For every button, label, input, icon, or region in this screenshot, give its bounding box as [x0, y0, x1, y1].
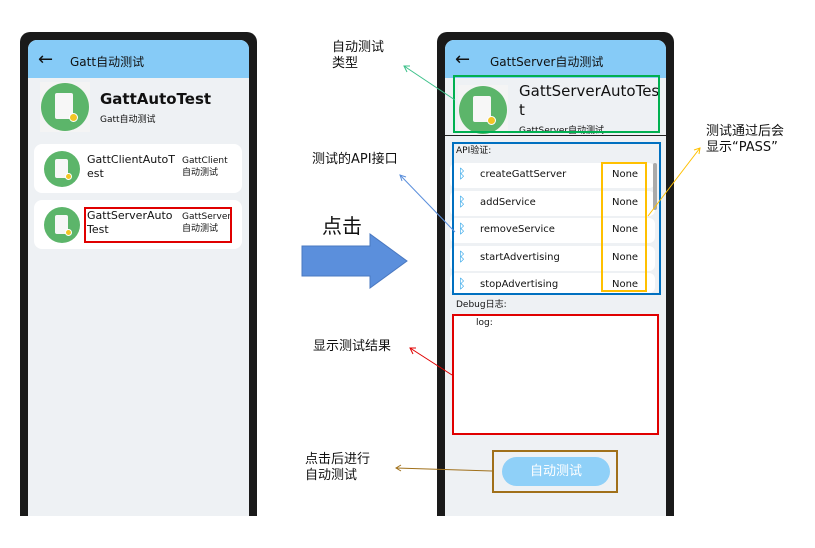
- item-desc: GattClient自动测试: [182, 156, 228, 178]
- left-screen: ← Gatt自动测试 GattAutoTest Gatt自动测试 GattCli…: [28, 40, 249, 516]
- log-text: log:: [476, 318, 493, 328]
- api-label: API验证:: [456, 146, 492, 156]
- api-row[interactable]: ᛒ createGattServer None: [450, 163, 655, 188]
- bluetooth-icon: ᛒ: [458, 250, 466, 265]
- bluetooth-icon: ᛒ: [458, 277, 466, 292]
- app-icon: [40, 82, 90, 132]
- button-box: [492, 450, 618, 493]
- api-status: None: [612, 169, 639, 180]
- header: ← Gatt自动测试: [28, 40, 249, 78]
- annotation-test-type: 自动测试 类型: [332, 40, 385, 71]
- api-name: startAdvertising: [480, 252, 560, 263]
- item-name: GattServerAutoTest: [87, 209, 173, 236]
- annotation-click: 点击后进行 自动测试: [305, 452, 371, 483]
- header: ← GattServer自动测试: [445, 40, 666, 78]
- api-row[interactable]: ᛒ removeService None: [450, 218, 655, 243]
- annotation-pass: 测试通过后会 显示“PASS”: [706, 124, 785, 155]
- item-name: GattClientAutoTest: [87, 153, 175, 180]
- bluetooth-icon: ᛒ: [458, 167, 466, 182]
- annotation-result: 显示测试结果: [313, 339, 392, 354]
- debug-label: Debug日志:: [456, 300, 507, 310]
- api-name: addService: [480, 197, 536, 208]
- app-icon: [458, 85, 508, 135]
- type-box: [453, 75, 660, 133]
- right-screen: ← GattServer自动测试 GattServerAutoTest Gatt…: [445, 40, 666, 516]
- scrollbar[interactable]: [653, 163, 657, 210]
- right-arrow-icon: [301, 233, 408, 289]
- api-name: stopAdvertising: [480, 279, 559, 290]
- api-status: None: [612, 252, 639, 263]
- api-row[interactable]: ᛒ startAdvertising None: [450, 246, 655, 271]
- highlight-box: [84, 207, 232, 243]
- api-name: removeService: [480, 224, 555, 235]
- api-row[interactable]: ᛒ addService None: [450, 191, 655, 216]
- click-label: 点击: [322, 214, 362, 238]
- api-status: None: [612, 197, 639, 208]
- left-phone: ← Gatt自动测试 GattAutoTest Gatt自动测试 GattCli…: [20, 32, 257, 516]
- back-arrow-icon[interactable]: ←: [455, 49, 471, 70]
- item-desc: GattServer自动测试: [182, 212, 232, 234]
- api-name: createGattServer: [480, 169, 567, 180]
- app-title: GattAutoTest: [100, 90, 212, 108]
- bluetooth-icon: ᛒ: [458, 195, 466, 210]
- divider: [445, 135, 666, 136]
- result-box: [452, 314, 659, 435]
- annotation-api: 测试的API接口: [312, 152, 398, 167]
- status-box: [601, 162, 647, 292]
- header-title: Gatt自动测试: [70, 55, 145, 69]
- auto-test-button[interactable]: 自动测试: [502, 457, 610, 486]
- app-title: GattServerAutoTest: [519, 82, 660, 119]
- right-phone: ← GattServer自动测试 GattServerAutoTest Gatt…: [437, 32, 674, 516]
- log-area[interactable]: log:: [454, 315, 658, 433]
- api-box: [452, 142, 661, 295]
- back-arrow-icon[interactable]: ←: [38, 49, 54, 70]
- app-subtitle: Gatt自动测试: [100, 115, 156, 125]
- header-title: GattServer自动测试: [490, 55, 604, 69]
- api-row[interactable]: ᛒ stopAdvertising None: [450, 273, 655, 293]
- api-status: None: [612, 279, 639, 290]
- list-item[interactable]: GattClientAutoTest GattClient自动测试: [34, 144, 242, 193]
- api-status: None: [612, 224, 639, 235]
- bluetooth-icon: ᛒ: [458, 222, 466, 237]
